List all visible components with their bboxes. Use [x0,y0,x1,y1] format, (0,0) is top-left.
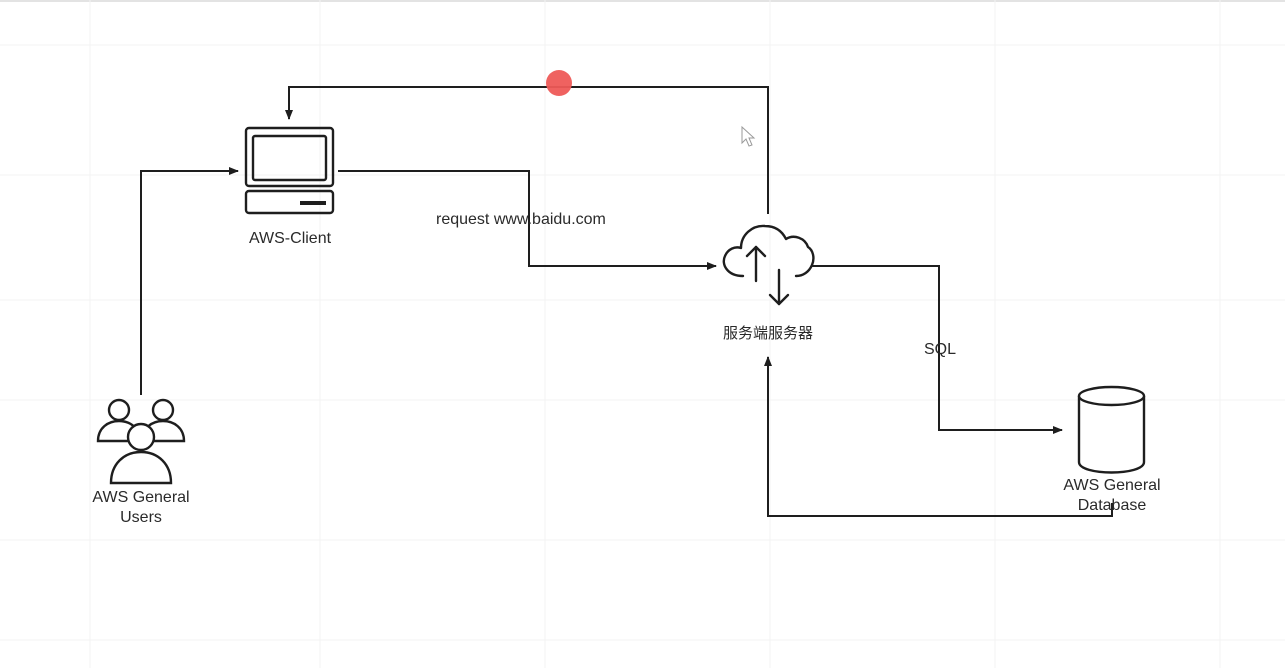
database-label: AWS General Database [1063,477,1161,514]
edge-client-to-server [338,170,717,270]
window-top-border [0,0,1285,2]
client-label: AWS-Client [248,230,332,247]
database-cylinder-icon[interactable] [1077,385,1146,474]
users-label: AWS General Users [92,489,190,526]
sql-edge-label: SQL [924,341,957,358]
edge-database-to-server [764,356,1113,517]
edge-users-to-client [140,167,239,395]
desktop-computer-icon[interactable] [244,126,335,215]
users-group-icon[interactable] [96,398,186,485]
request-edge-label: request www.baidu.com [436,211,606,228]
mouse-cursor-icon [741,125,756,147]
cloud-upload-download-icon[interactable] [722,224,815,306]
edge-server-to-database [812,265,1063,434]
edge-server-to-client [285,86,769,214]
pointer-marker [546,70,572,96]
server-label: 服务端服务器 [722,324,813,342]
